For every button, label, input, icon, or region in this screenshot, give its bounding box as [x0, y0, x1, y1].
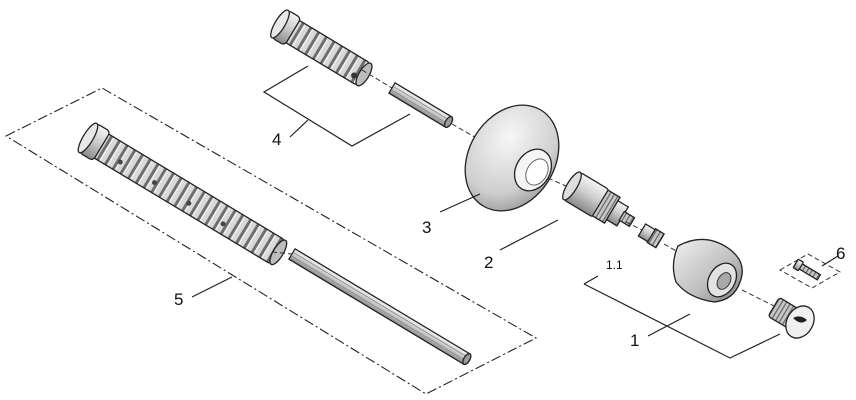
part-4-extension-sleeve	[270, 9, 373, 87]
label-1-1: 1.1	[606, 258, 623, 272]
part-1-handle	[672, 238, 743, 303]
leader-3	[439, 193, 481, 213]
leader-2	[499, 219, 559, 251]
label-6: 6	[836, 244, 845, 263]
leader-1	[647, 313, 691, 337]
leader-5	[191, 276, 233, 298]
label-2: 2	[484, 253, 493, 272]
leader-1-bracket-top	[583, 275, 599, 285]
part-1-axis-line	[663, 243, 679, 253]
leader-1-bracket	[583, 283, 781, 359]
part-5-kit-frame	[4, 87, 538, 395]
part-4-axis-line	[361, 69, 393, 89]
part-6-box	[778, 253, 842, 289]
part-1-1-adapter	[637, 223, 666, 249]
part-1-cap-axis-line	[741, 289, 779, 309]
part-1-1-axis-line	[625, 221, 643, 231]
part-5-extension-spindle	[288, 247, 472, 366]
leader-4-bracket	[262, 65, 411, 147]
part-5-axis-line	[271, 251, 293, 255]
leader-6	[821, 255, 839, 267]
leader-4	[289, 119, 309, 138]
label-1: 1	[630, 331, 639, 350]
label-3: 3	[422, 218, 431, 237]
part-1-cap	[768, 297, 815, 339]
label-5: 5	[174, 290, 183, 309]
part-6-screw	[792, 258, 822, 281]
part-2-axis-line	[547, 177, 567, 187]
label-4: 4	[272, 130, 281, 149]
part-4-extension-spindle	[388, 81, 454, 129]
part-5-extension-sleeve	[77, 122, 288, 266]
part-3-rosette	[464, 104, 560, 212]
part-2-cartridge	[562, 171, 636, 228]
